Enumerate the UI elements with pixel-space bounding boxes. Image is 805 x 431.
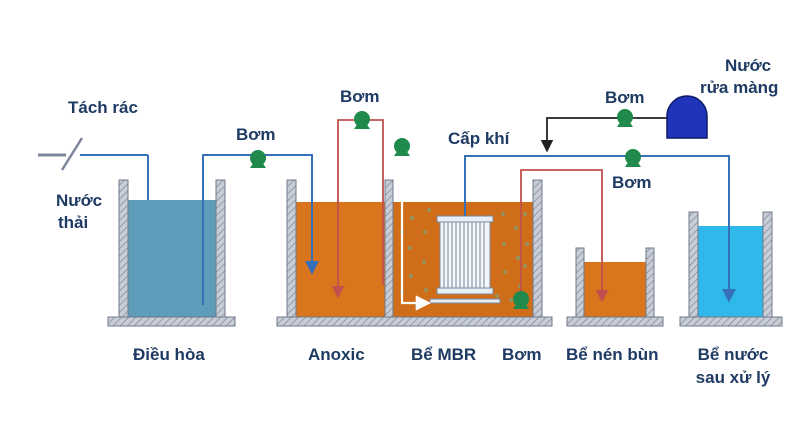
membrane-module: [429, 215, 501, 304]
pump-icon: [625, 149, 641, 167]
pipe-permeate: [464, 155, 736, 303]
mbr-tank-label: Bể MBR: [411, 345, 477, 364]
pipe-sludge: [520, 169, 609, 303]
treated-water-label-line1: Bể nước: [697, 345, 769, 364]
screening-label: Tách rác: [68, 98, 138, 117]
wastewater-label-line1: Nước: [56, 191, 103, 210]
pipe-air-supply: [400, 160, 432, 311]
sludge-thickener-label: Bể nén bùn: [566, 345, 659, 364]
pump-icon: [513, 291, 529, 309]
pump-icon: [354, 111, 370, 129]
anoxic-label: Anoxic: [308, 345, 365, 364]
pump-icon: [250, 150, 266, 168]
sludge-thickener-tank: [566, 247, 664, 327]
pump-label: Bơm: [605, 88, 645, 107]
aeration-bubbles: [400, 208, 529, 308]
pump-label: Bơm: [612, 173, 652, 192]
pipe-membrane-wash: [540, 117, 667, 153]
equalization-tank: [107, 179, 236, 327]
treated-water-label-line2: sau xử lý: [695, 368, 771, 387]
membrane-wash-tank: [666, 95, 708, 139]
pump-label: Bơm: [340, 87, 380, 106]
pump-label: Bơm: [502, 345, 542, 364]
membrane-wash-label-line1: Nước: [725, 56, 772, 75]
pump-icon: [394, 138, 410, 156]
air-supply-label: Cấp khí: [448, 129, 510, 148]
pump-icon: [617, 109, 633, 127]
pump-label: Bơm: [236, 125, 276, 144]
membrane-wash-label-line2: rửa màng: [700, 78, 779, 97]
equalization-label: Điều hòa: [133, 345, 205, 364]
treated-water-tank: [679, 211, 783, 327]
wastewater-label-line2: thải: [58, 213, 89, 232]
